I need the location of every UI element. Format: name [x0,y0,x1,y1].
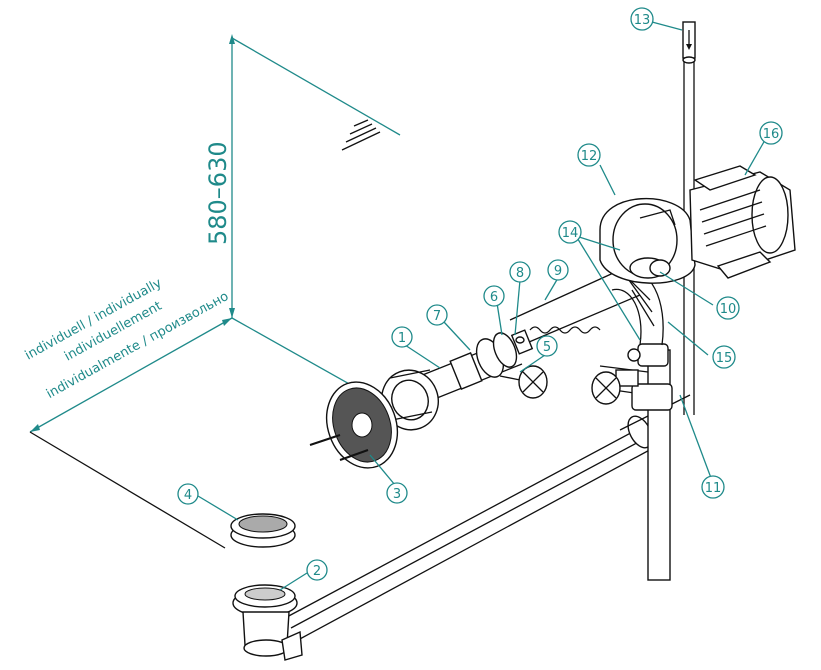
front-grille [309,381,399,469]
svg-text:9: 9 [554,264,562,279]
callout-11: 11 [701,475,725,499]
callout-leaders [197,21,766,591]
valve-right [591,369,639,405]
callout-4: 4 [177,483,199,505]
dimension-lines [29,34,401,549]
svg-text:3: 3 [393,487,401,502]
svg-text:1: 1 [398,331,406,346]
wall-fitting [381,369,439,431]
nozzle-pipe-assembly [419,329,534,401]
callout-10: 10 [716,296,740,320]
suction-riser [599,343,673,581]
floor-drain [232,584,303,661]
svg-text:2: 2 [313,564,321,579]
valve-left [499,365,548,399]
callout-16: 16 [759,121,783,145]
svg-text:5: 5 [543,340,551,355]
floor-grate [230,513,296,548]
svg-text:13: 13 [634,13,651,28]
callout-12: 12 [577,143,601,167]
svg-text:14: 14 [562,226,579,241]
width-dimension-labels: individuell / individually individuellem… [23,276,232,402]
svg-text:10: 10 [720,302,737,317]
svg-text:15: 15 [716,351,733,366]
svg-text:11: 11 [705,481,722,496]
callout-15: 15 [712,345,736,369]
callout-3: 3 [386,482,408,504]
svg-text:7: 7 [433,309,441,324]
svg-text:6: 6 [490,290,498,305]
height-dimension-label: 580–630 [204,141,232,245]
callout-5: 5 [536,335,558,357]
pump-housing [599,197,696,284]
callout-6: 6 [483,285,505,307]
svg-text:12: 12 [581,149,598,164]
pump-motor [689,165,796,279]
callout-1: 1 [391,326,413,348]
svg-text:16: 16 [763,127,780,142]
callout-2: 2 [306,559,328,581]
callout-14: 14 [558,220,582,244]
callout-8: 8 [509,261,531,283]
svg-text:8: 8 [516,266,524,281]
callout-9: 9 [547,259,569,281]
svg-text:4: 4 [184,488,192,503]
callout-13: 13 [630,7,654,31]
callout-7: 7 [426,304,448,326]
